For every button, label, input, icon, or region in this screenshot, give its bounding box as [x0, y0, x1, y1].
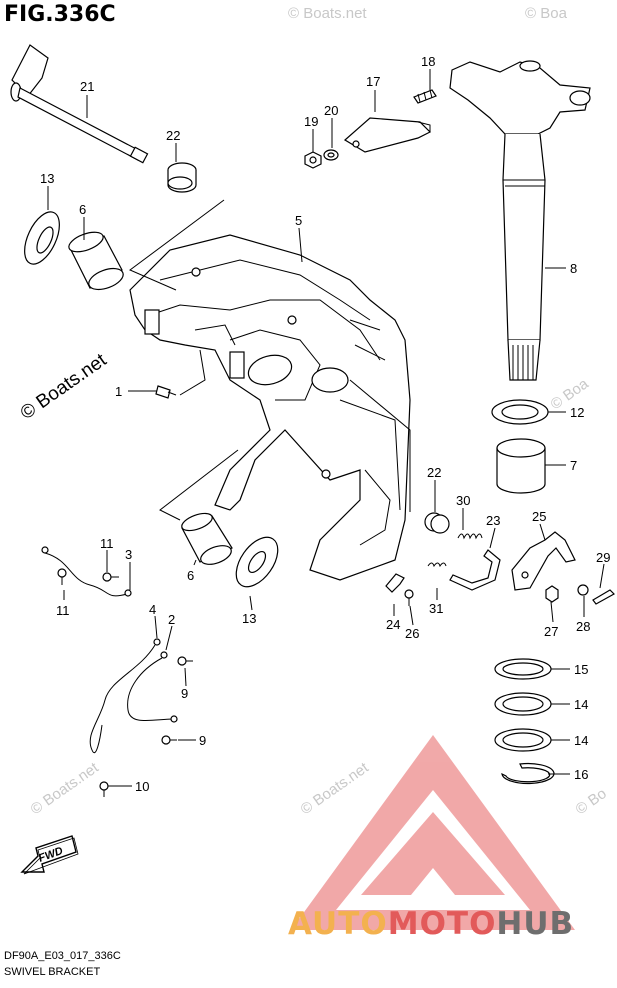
- brand-hub: HUB: [496, 906, 575, 942]
- part-16-circlip: [501, 762, 555, 785]
- callout-10: 10: [135, 779, 149, 794]
- callout-11-lower: 11: [56, 603, 70, 618]
- part-8-steering-shaft: [449, 60, 591, 381]
- callout-24: 24: [386, 617, 400, 632]
- part-23-rod: [449, 549, 501, 591]
- brand-moto: MOTO: [387, 906, 497, 942]
- callout-22: 22: [166, 128, 180, 143]
- callout-9-upper: 9: [181, 686, 188, 701]
- callout-17: 17: [366, 74, 380, 89]
- callout-28: 28: [576, 619, 590, 634]
- callout-11-upper: 11: [100, 536, 114, 551]
- leader-lines: [47, 69, 605, 787]
- part-28-washer: [577, 584, 589, 596]
- part-30-spring: [457, 533, 483, 540]
- callout-8: 8: [570, 261, 577, 276]
- callout-2: 2: [168, 612, 175, 627]
- part-27-nut: [545, 585, 559, 603]
- part-14-ring-2: [494, 728, 552, 752]
- part-25-lever: [511, 531, 576, 591]
- callout-9-lower: 9: [199, 733, 206, 748]
- callout-25: 25: [532, 509, 546, 524]
- watermark-text: © Boa: [525, 5, 568, 22]
- callout-1: 1: [115, 384, 122, 399]
- automotohub-logo: [291, 735, 575, 930]
- figure-title: FIG.336C: [4, 2, 116, 27]
- part-22-lower-bushing: [424, 512, 450, 534]
- part-4-ground-wire: [89, 638, 161, 753]
- callout-3: 3: [125, 547, 132, 562]
- callout-16: 16: [574, 767, 588, 782]
- part-26-screw: [404, 589, 414, 606]
- part-9-bolt: [161, 656, 193, 745]
- callout-6-lower: 6: [187, 568, 194, 583]
- part-15-ring: [494, 658, 552, 680]
- watermark-text: © Boats.net: [28, 759, 103, 818]
- callout-19: 19: [304, 114, 318, 129]
- callout-21: 21: [80, 79, 94, 94]
- callout-30: 30: [456, 493, 470, 508]
- boats-net-watermark: © Boats.net: [17, 349, 111, 424]
- watermark-text: © Boats.net: [288, 5, 367, 22]
- callout-18: 18: [421, 54, 435, 69]
- part-21-shaft: [10, 44, 149, 164]
- part-5-swivel-bracket: [129, 234, 411, 581]
- callout-14-lower: 14: [574, 733, 588, 748]
- callout-29: 29: [596, 550, 610, 565]
- callout-13-lower: 13: [242, 611, 256, 626]
- part-31-spring: [427, 562, 447, 568]
- part-6-lower-bushing: [181, 512, 233, 565]
- callout-22-lower: 22: [427, 465, 441, 480]
- part-17-plate: [343, 117, 432, 153]
- callout-26: 26: [405, 626, 419, 641]
- watermark-text: © Bo: [573, 785, 610, 818]
- callout-labels: 21 22 13 6 5 1 17 20 19 18 8 12 7 22 30 …: [40, 54, 610, 794]
- part-18-fitting: [413, 89, 437, 104]
- callout-6: 6: [79, 202, 86, 217]
- part-7-bushing: [496, 438, 546, 494]
- part-3-ground-wire: [41, 546, 132, 597]
- footer: DF90A_E03_017_336C SWIVEL BRACKET: [4, 948, 121, 980]
- part-24-clip: [385, 573, 405, 593]
- brand-auto: AUTO: [288, 906, 388, 942]
- part-12-ring: [491, 399, 549, 425]
- part-22-bushing: [167, 162, 197, 193]
- part-1-bolt: [155, 385, 177, 399]
- callout-5: 5: [295, 213, 302, 228]
- callout-27: 27: [544, 624, 558, 639]
- figure-code: DF90A_E03_017_336C: [4, 950, 121, 962]
- part-13-washer: [24, 211, 60, 265]
- callout-20: 20: [324, 103, 338, 118]
- part-20-washer: [323, 149, 339, 161]
- automotohub-brand-text: AUTOMOTOHUB: [288, 906, 574, 942]
- callout-13: 13: [40, 171, 54, 186]
- callout-4: 4: [149, 602, 156, 617]
- part-19-nut: [304, 151, 322, 169]
- part-11-bolt: [57, 568, 119, 585]
- part-10-bolt: [99, 781, 109, 797]
- part-2-ground-wire: [127, 651, 178, 723]
- fwd-arrow-icon: FWD: [20, 835, 79, 875]
- callout-31: 31: [429, 601, 443, 616]
- callout-14-upper: 14: [574, 697, 588, 712]
- watermark-text: © Boats.net: [298, 759, 373, 818]
- callout-12: 12: [570, 405, 584, 420]
- part-29-pin: [592, 589, 615, 605]
- figure-caption: SWIVEL BRACKET: [4, 966, 101, 978]
- part-13-lower-washer: [235, 536, 279, 588]
- callout-23: 23: [486, 513, 500, 528]
- part-14-ring: [494, 692, 552, 716]
- callout-7: 7: [570, 458, 577, 473]
- callout-15: 15: [574, 662, 588, 677]
- part-6-bushing: [68, 231, 124, 291]
